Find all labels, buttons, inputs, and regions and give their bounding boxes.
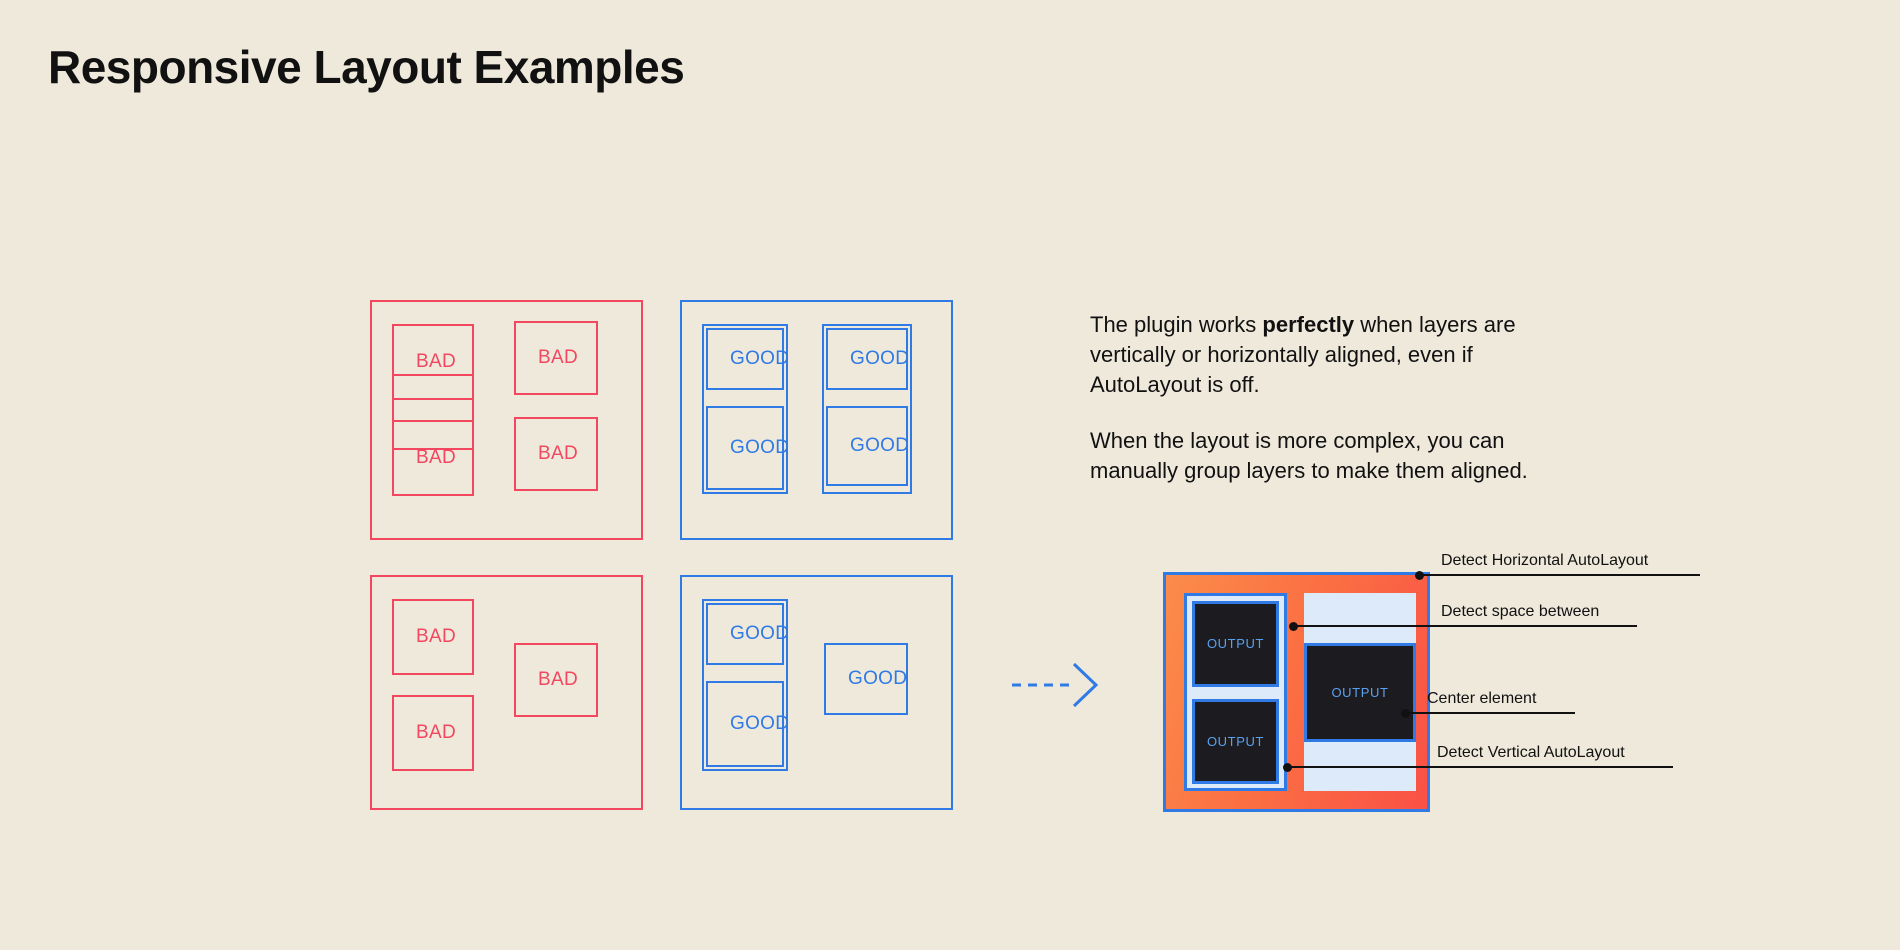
example-card-bad-complex: BAD BAD BAD: [370, 575, 643, 810]
annotation-anchor-dot: [1283, 763, 1292, 772]
example-box-good: GOOD: [706, 328, 789, 390]
description-text: The plugin works perfectly when layers a…: [1090, 310, 1560, 486]
annotation-label: Detect space between: [1441, 603, 1600, 620]
paragraph-1: The plugin works perfectly when layers a…: [1090, 310, 1560, 400]
example-box-good: GOOD: [706, 681, 789, 767]
mockup-left-group: OUTPUT OUTPUT: [1184, 593, 1287, 791]
paragraph-1-part-2: when layers are vertically or horizontal…: [1090, 312, 1516, 397]
annotation-leader-line: [1287, 766, 1673, 768]
example-card-good-grid: GOOD GOOD GOOD GOOD: [680, 300, 953, 540]
paragraph-1-part-1: The plugin works: [1090, 312, 1263, 337]
group-wrapper-left: [702, 599, 788, 771]
annotation-anchor-dot: [1289, 622, 1298, 631]
example-box-good: GOOD: [824, 643, 908, 715]
example-box-good: GOOD: [826, 406, 909, 486]
annotation-label: Center element: [1427, 690, 1537, 707]
annotation-label: Detect Horizontal AutoLayout: [1441, 552, 1649, 569]
example-card-bad-grid: BAD BAD BAD BAD: [370, 300, 643, 540]
output-box-right-center: OUTPUT: [1304, 642, 1416, 742]
mockup-right-panel: OUTPUT: [1304, 593, 1416, 791]
annotation-leader-line: [1419, 574, 1700, 576]
mockup-inner: OUTPUT OUTPUT OUTPUT: [1184, 593, 1416, 791]
example-box-bad: BAD: [514, 417, 598, 491]
example-box-bad: BAD: [392, 695, 474, 771]
example-box-good: GOOD: [706, 406, 789, 490]
example-box-good: GOOD: [706, 603, 789, 665]
annotation-anchor-dot: [1415, 571, 1424, 580]
annotation-leader-line: [1293, 625, 1637, 627]
layout-mockup: OUTPUT OUTPUT OUTPUT: [1163, 572, 1430, 812]
group-wrapper-left: [702, 324, 788, 494]
paragraph-2: When the layout is more complex, you can…: [1090, 428, 1528, 483]
annotation-label: Detect Vertical AutoLayout: [1437, 744, 1625, 761]
annotation-anchor-dot: [1401, 709, 1410, 718]
annotation-leader-line: [1405, 712, 1575, 714]
example-box-bad: BAD: [514, 643, 598, 717]
paragraph-1-emphasis: perfectly: [1262, 312, 1355, 337]
example-box-good: GOOD: [826, 328, 909, 390]
example-box-bad: BAD: [514, 321, 598, 395]
output-box-left-bottom: OUTPUT: [1192, 698, 1279, 785]
group-wrapper-right: [822, 324, 912, 494]
example-box-bad-hidden: [392, 374, 474, 450]
example-box-bad: BAD: [392, 599, 474, 675]
output-box-left-top: OUTPUT: [1192, 601, 1279, 687]
example-box-bad: BAD: [392, 324, 474, 400]
page-title: Responsive Layout Examples: [48, 41, 685, 93]
example-box-bad: BAD: [392, 420, 474, 496]
example-card-good-complex: GOOD GOOD GOOD: [680, 575, 953, 810]
dashed-arrow-right-icon: [1012, 660, 1108, 710]
